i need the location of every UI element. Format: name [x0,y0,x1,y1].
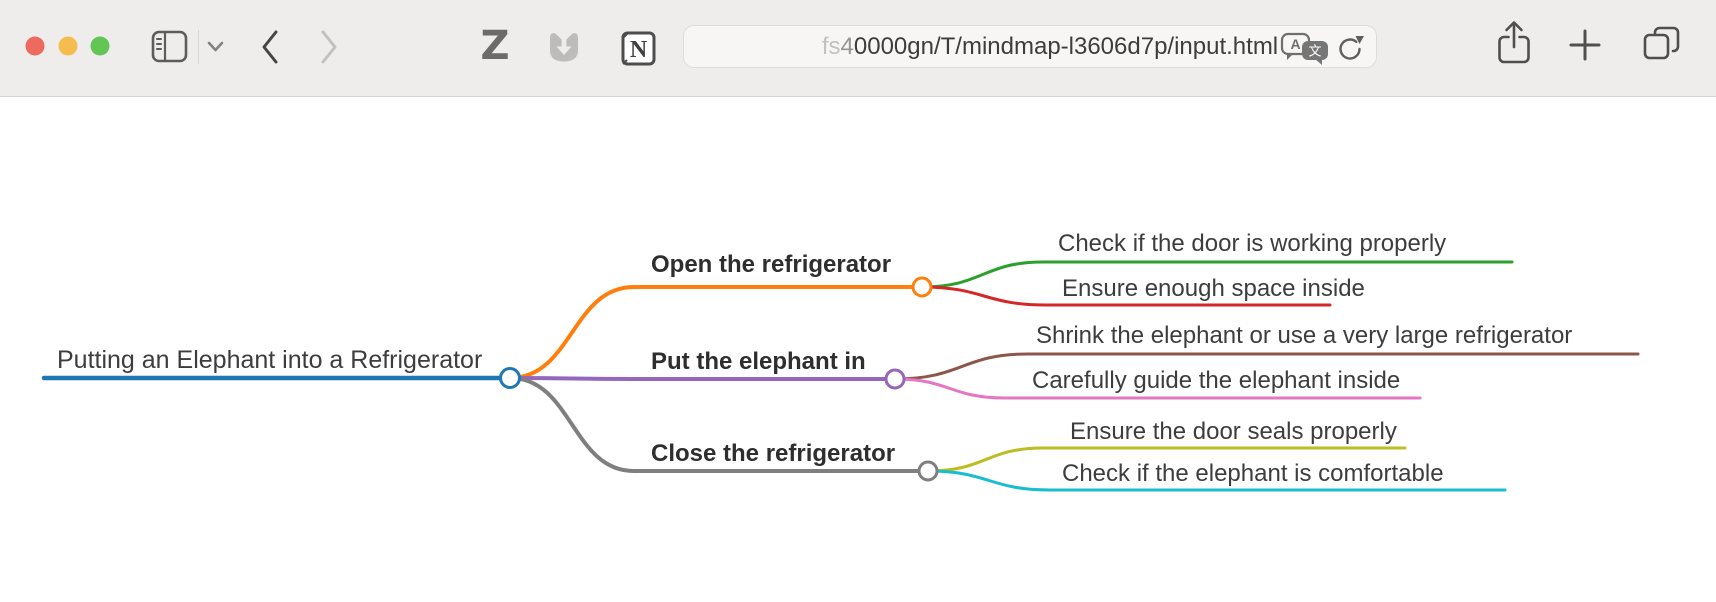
link-root-branch1 [508,285,924,380]
mindmap-branch1-child1-label: Check if the door is working properly [1058,230,1447,257]
sidebar-toggle-button[interactable] [151,30,189,64]
share-button[interactable] [1496,20,1532,66]
link-branch3-child1 [926,446,1407,473]
reload-button[interactable] [1336,33,1366,65]
link-branch3-child2 [926,469,1507,492]
back-button[interactable] [260,29,282,65]
url-text: fs40000gn/T/mindmap-l3606d7p/input.html [822,33,1278,61]
downloads-extension-icon[interactable] [546,29,582,65]
minimize-button[interactable] [58,36,78,56]
window-controls [25,36,110,56]
toolbar-divider [198,30,199,64]
mindmap-branch1-child2-label: Ensure enough space inside [1062,275,1365,302]
notion-extension-icon[interactable]: N [617,26,659,68]
forward-button[interactable] [318,29,340,65]
translate-cjk-letter: 文 [1308,44,1321,59]
mindmap-branch1-label: Open the refrigerator [651,251,892,278]
url-text-faint: fs [821,32,841,60]
mindmap-branch3-child2-label: Check if the elephant is comfortable [1062,460,1444,487]
root-node-circle[interactable] [499,367,521,389]
new-tab-button[interactable] [1568,28,1602,62]
mindmap-branch2-label: Put the elephant in [651,348,866,375]
notion-letter: N [630,37,648,63]
link-root-branch3 [508,376,930,473]
mindmap-branch3-label: Close the refrigerator [651,440,896,467]
chevron-down-icon[interactable] [206,40,226,54]
link-branch1-child1 [920,260,1514,289]
link-root-branch2 [508,376,897,381]
mindmap-branch3-child1-label: Ensure the door seals properly [1070,418,1397,445]
link-branch1-child2 [920,285,1332,307]
branch2-node-circle[interactable] [884,368,906,390]
link-branch2-child1 [893,352,1640,381]
branch1-node-circle[interactable] [911,276,933,298]
zoom-button[interactable] [90,36,110,56]
address-bar[interactable]: fs40000gn/T/mindmap-l3606d7p/input.html … [683,25,1377,68]
branch3-node-circle[interactable] [917,460,939,482]
browser-toolbar: Z N fs40000gn/T/mindmap-l3606d7p/input.h… [0,0,1716,97]
close-button[interactable] [25,36,45,56]
tab-overview-button[interactable] [1641,25,1683,63]
url-text-mid: 4 [840,32,854,60]
mindmap-root-label: Putting an Elephant into a Refrigerator [57,346,483,374]
url-text-main: 0000gn/T/mindmap-l3606d7p/input.html [853,32,1279,60]
zotero-extension-icon[interactable]: Z [480,23,510,69]
mindmap-branch2-child2-label: Carefully guide the elephant inside [1032,367,1401,394]
translate-latin-letter: A [1290,36,1300,52]
mindmap-branch2-child1-label: Shrink the elephant or use a very large … [1036,322,1573,349]
link-branch2-child2 [893,377,1422,400]
translate-icon[interactable]: A 文 [1280,31,1330,67]
